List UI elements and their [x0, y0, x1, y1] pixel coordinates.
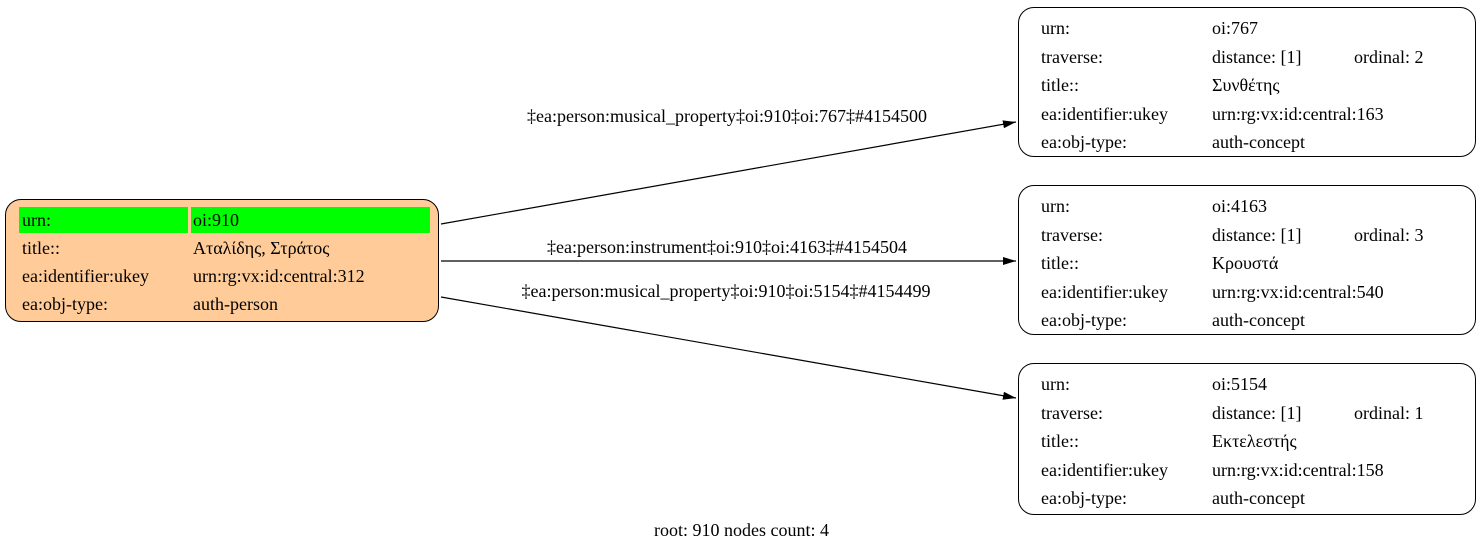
node-row-objtype: ea:obj-type: auth-concept — [1038, 306, 1467, 335]
objtype-label: ea:obj-type: — [1041, 488, 1127, 509]
root-urn-label: urn: — [19, 207, 188, 233]
title-value: Συνθέτης — [1212, 75, 1280, 96]
node-row-ukey: ea:identifier:ukey urn:rg:vx:id:central:… — [1038, 456, 1467, 485]
node-oi-767: urn: oi:767 traverse: distance: [1] ordi… — [1018, 7, 1476, 157]
node-row-title: title:: Εκτελεστής — [1038, 427, 1467, 456]
node-row-traverse: traverse: distance: [1] ordinal: 3 — [1038, 221, 1467, 250]
objtype-value: auth-concept — [1212, 488, 1305, 509]
root-urn-value: oi:910 — [191, 207, 430, 233]
traverse-ordinal: ordinal: 3 — [1354, 224, 1424, 245]
traverse-value: distance: [1] ordinal: 2 — [1210, 43, 1467, 71]
traverse-ordinal: ordinal: 1 — [1354, 402, 1424, 423]
node-oi-5154: urn: oi:5154 traverse: distance: [1] ord… — [1018, 363, 1476, 515]
node-row-objtype: ea:obj-type: auth-concept — [1038, 128, 1467, 157]
objtype-value: auth-concept — [1212, 132, 1305, 153]
traverse-distance: distance: [1] — [1212, 402, 1302, 423]
traverse-label: traverse: — [1041, 402, 1103, 423]
ukey-label: ea:identifier:ukey — [1041, 281, 1168, 302]
title-label: title:: — [1041, 75, 1079, 96]
ukey-label: ea:identifier:ukey — [1041, 459, 1168, 480]
title-value: Κρουστά — [1212, 253, 1279, 274]
node-row-ukey: ea:identifier:ukey urn:rg:vx:id:central:… — [1038, 100, 1467, 129]
edge-label-musical-property-5154: ‡ea:person:musical_property‡oi:910‡oi:51… — [521, 281, 931, 301]
urn-value: oi:767 — [1212, 18, 1259, 39]
root-row-objtype: ea:obj-type: auth-person — [19, 290, 430, 318]
root-row-urn: urn: oi:910 — [19, 206, 430, 234]
root-title-label: title:: — [22, 238, 60, 258]
root-objtype-label: ea:obj-type: — [22, 294, 108, 314]
node-row-title: title:: Κρουστά — [1038, 249, 1467, 278]
node-row-title: title:: Συνθέτης — [1038, 71, 1467, 100]
traverse-ordinal: ordinal: 2 — [1354, 46, 1424, 67]
traverse-value: distance: [1] ordinal: 3 — [1210, 221, 1467, 249]
urn-label: urn: — [1041, 18, 1070, 39]
title-value: Εκτελεστής — [1212, 431, 1297, 452]
objtype-label: ea:obj-type: — [1041, 310, 1127, 331]
root-row-ukey: ea:identifier:ukey urn:rg:vx:id:central:… — [19, 262, 430, 290]
root-title-value: Αταλίδης, Στράτος — [193, 238, 330, 258]
objtype-value: auth-concept — [1212, 310, 1305, 331]
ukey-value: urn:rg:vx:id:central:540 — [1212, 281, 1384, 302]
traverse-label: traverse: — [1041, 46, 1103, 67]
traverse-value: distance: [1] ordinal: 1 — [1210, 399, 1467, 427]
edge-line-musical-property-767 — [440, 120, 1017, 225]
graph-caption: root: 910 nodes count: 4 — [654, 520, 829, 540]
urn-value: oi:5154 — [1212, 374, 1268, 395]
urn-value: oi:4163 — [1212, 196, 1268, 217]
node-row-traverse: traverse: distance: [1] ordinal: 2 — [1038, 43, 1467, 72]
node-row-urn: urn: oi:767 — [1038, 14, 1467, 43]
ukey-value: urn:rg:vx:id:central:163 — [1212, 103, 1384, 124]
edge-line-musical-property-5154 — [440, 296, 1017, 400]
node-row-traverse: traverse: distance: [1] ordinal: 1 — [1038, 399, 1467, 428]
root-row-title: title:: Αταλίδης, Στράτος — [19, 234, 430, 262]
traverse-distance: distance: [1] — [1212, 46, 1302, 67]
ukey-label: ea:identifier:ukey — [1041, 103, 1168, 124]
edge-label-musical-property-767: ‡ea:person:musical_property‡oi:910‡oi:76… — [527, 106, 927, 126]
node-row-urn: urn: oi:5154 — [1038, 370, 1467, 399]
root-ukey-value: urn:rg:vx:id:central:312 — [193, 266, 365, 286]
traverse-distance: distance: [1] — [1212, 224, 1302, 245]
node-oi-4163: urn: oi:4163 traverse: distance: [1] ord… — [1018, 185, 1476, 335]
title-label: title:: — [1041, 431, 1079, 452]
urn-label: urn: — [1041, 196, 1070, 217]
node-root-910: urn: oi:910 title:: Αταλίδης, Στράτος ea… — [5, 199, 439, 322]
node-row-urn: urn: oi:4163 — [1038, 192, 1467, 221]
root-ukey-label: ea:identifier:ukey — [22, 266, 149, 286]
urn-label: urn: — [1041, 374, 1070, 395]
traverse-label: traverse: — [1041, 224, 1103, 245]
ukey-value: urn:rg:vx:id:central:158 — [1212, 459, 1384, 480]
node-row-ukey: ea:identifier:ukey urn:rg:vx:id:central:… — [1038, 278, 1467, 307]
title-label: title:: — [1041, 253, 1079, 274]
root-objtype-value: auth-person — [193, 294, 278, 314]
node-row-objtype: ea:obj-type: auth-concept — [1038, 484, 1467, 513]
edge-label-instrument-4163: ‡ea:person:instrument‡oi:910‡oi:4163‡#41… — [547, 237, 907, 257]
objtype-label: ea:obj-type: — [1041, 132, 1127, 153]
